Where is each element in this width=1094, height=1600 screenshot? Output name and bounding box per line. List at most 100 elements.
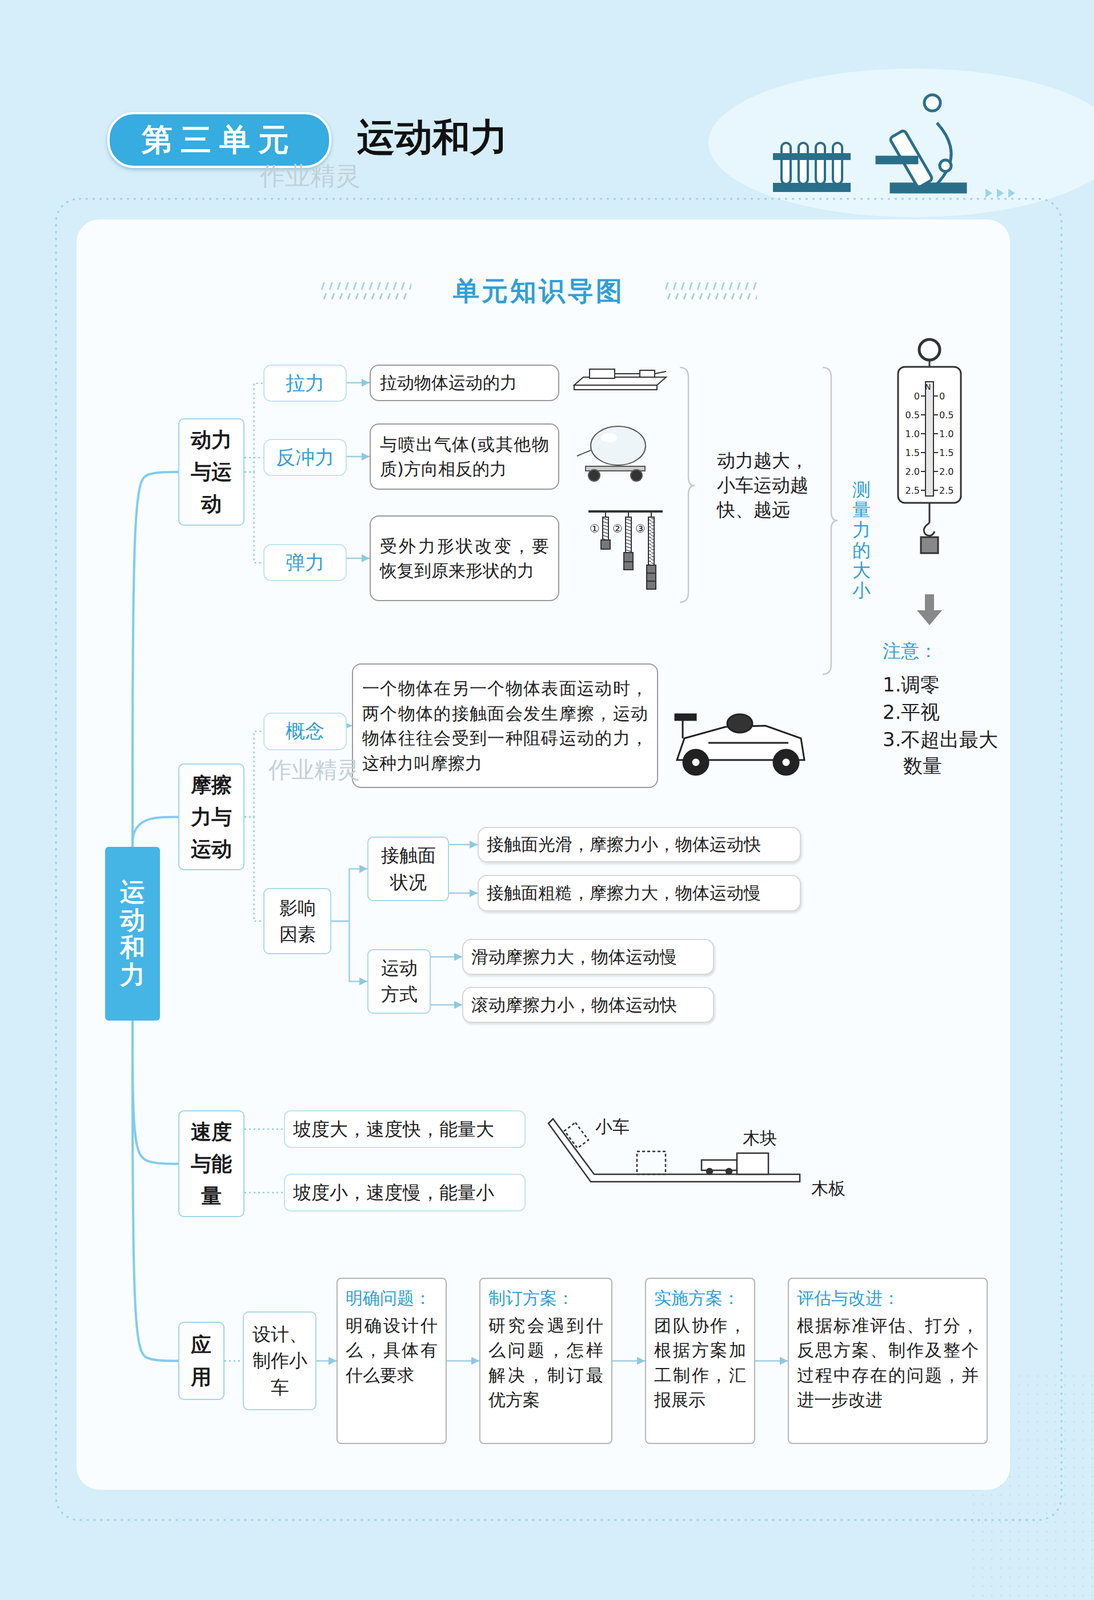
node-text: 影响因素 <box>278 894 317 948</box>
node-text: 评估与改进： <box>796 1285 979 1311</box>
ramp-illustration <box>548 1118 800 1182</box>
test-tube-rack <box>774 142 850 191</box>
factor-box: 接触面状况 <box>367 836 450 901</box>
force-tag: 弹力 <box>263 543 347 581</box>
node-text: 接触面粗糙，摩擦力大，物体运动慢 <box>486 880 761 906</box>
topic-box: 应用 <box>178 1321 225 1400</box>
page-title: 运动和力 <box>357 111 508 164</box>
page-ground <box>708 68 1094 218</box>
node-text: 制订方案： <box>488 1285 604 1311</box>
microscope <box>876 157 917 163</box>
spring-scale <box>933 470 939 472</box>
part-label: 小车 <box>595 1115 630 1139</box>
scale-number: 0.5 <box>939 409 961 422</box>
spring-scale <box>898 339 961 625</box>
spring-scale <box>920 489 926 491</box>
pull-illustration <box>614 373 640 375</box>
spring-scale <box>919 339 940 360</box>
unit-mark: N <box>924 381 931 393</box>
node-body-text: 根据标准评估、打分，反思方案、制作及整个过程中存在的问题，并进一步改进 <box>796 1312 979 1413</box>
test-tube-rack <box>774 154 850 159</box>
definition-box: 拉动物体运动的力 <box>369 364 560 402</box>
node-text: 运动方式 <box>380 954 419 1008</box>
topic-box: 动力与运动 <box>178 418 245 526</box>
springs-illustration <box>625 517 632 553</box>
part-label: 木块 <box>742 1126 777 1150</box>
factor-box: 影响因素 <box>263 887 332 955</box>
scale-number: 1.5 <box>939 446 961 460</box>
balloon-car <box>590 426 646 466</box>
node-text: 运动和力 <box>119 878 146 989</box>
spring-scale <box>898 366 961 503</box>
springs-illustration <box>623 561 633 570</box>
section-heading: 单元知识导图 <box>424 273 653 309</box>
watermark: 作业精灵 <box>259 158 361 193</box>
trunk-connector <box>132 1020 179 1361</box>
corner-arrows <box>996 188 1004 198</box>
node-text: 滚动摩擦力小，物体运动快 <box>471 992 677 1018</box>
panel <box>76 219 1011 1490</box>
arrow-connector <box>430 955 463 958</box>
spring-scale <box>928 502 931 523</box>
arrow-connector <box>331 868 368 922</box>
arrow-connector <box>346 382 370 384</box>
panel <box>55 198 1062 1520</box>
spring-scale <box>920 395 926 397</box>
arrow-connector <box>346 455 370 458</box>
scale-number: 1.0 <box>898 427 920 441</box>
note-text: 动力越大，小车运动越快、越远 <box>716 448 812 523</box>
result-pill: 滚动摩擦力小，物体运动快 <box>462 986 715 1023</box>
callout-number: ① <box>589 521 600 537</box>
race-car <box>773 749 799 775</box>
springs-illustration <box>600 539 611 549</box>
definition-box: 与喷出气体(或其他物质)方向相反的力 <box>369 423 560 490</box>
race-car <box>683 749 709 775</box>
scale-number: 2.0 <box>939 465 961 479</box>
force-tag: 反冲力 <box>263 438 347 476</box>
spring-scale <box>933 451 939 454</box>
step-box: 制订方案：研究会遇到什么问题，怎样解决，制订最优方案 <box>479 1277 613 1444</box>
arrow-connector <box>446 1359 480 1362</box>
arrow-connector <box>612 1359 645 1362</box>
note-item: 1.调零 <box>882 671 940 699</box>
spring-scale <box>920 395 939 491</box>
result-pill: 坡度大，速度快，能量大 <box>283 1109 526 1148</box>
definition-box: 受外力形状改变，要恢复到原来形状的力 <box>369 515 560 601</box>
arrow-connector <box>346 557 370 560</box>
race-car <box>675 714 696 720</box>
result-pill: 接触面粗糙，摩擦力大，物体运动慢 <box>477 874 801 912</box>
pull-illustration <box>589 369 615 379</box>
node-text: 第三单元 <box>141 117 298 163</box>
node-text: 接触面光滑，摩擦力小，物体运动快 <box>486 831 761 857</box>
spring-scale <box>916 610 943 625</box>
node-body-text: 团队协作，根据方案加工制作，汇报展示 <box>654 1312 747 1413</box>
step-box: 评估与改进：根据标准评估、打分，反思方案、制作及整个过程中存在的问题，并进一步改… <box>787 1277 988 1444</box>
node-text: 滑动摩擦力大，物体运动慢 <box>471 944 677 970</box>
spring-scale <box>920 451 926 454</box>
node-text: 坡度大，速度快，能量大 <box>293 1115 495 1142</box>
node-text: 接触面状况 <box>380 842 437 896</box>
spring-scale <box>933 489 939 491</box>
note-heading: 注意： <box>882 638 938 664</box>
node-text: 实施方案： <box>654 1285 747 1311</box>
node-text: 拉力 <box>285 369 325 398</box>
spring-scale <box>933 433 939 435</box>
dotted-connector <box>244 471 264 563</box>
microscope <box>876 94 966 192</box>
test-tube-rack <box>798 142 808 184</box>
topic-box: 摩擦力与运动 <box>178 763 245 871</box>
arrow-connector <box>331 920 368 981</box>
node-text: 拉动物体运动的力 <box>379 370 549 396</box>
microscope <box>939 159 952 172</box>
panel <box>55 198 1062 1520</box>
arrow-connector <box>430 1003 463 1006</box>
balloon-car <box>588 469 600 482</box>
microscope <box>936 122 952 184</box>
dotted-connector <box>224 1359 243 1362</box>
spring-scale <box>925 381 934 496</box>
concept-tag: 概念 <box>263 712 347 751</box>
node-text: 明确问题： <box>345 1285 438 1311</box>
result-pill: 接触面光滑，摩擦力小，物体运动快 <box>477 826 801 863</box>
